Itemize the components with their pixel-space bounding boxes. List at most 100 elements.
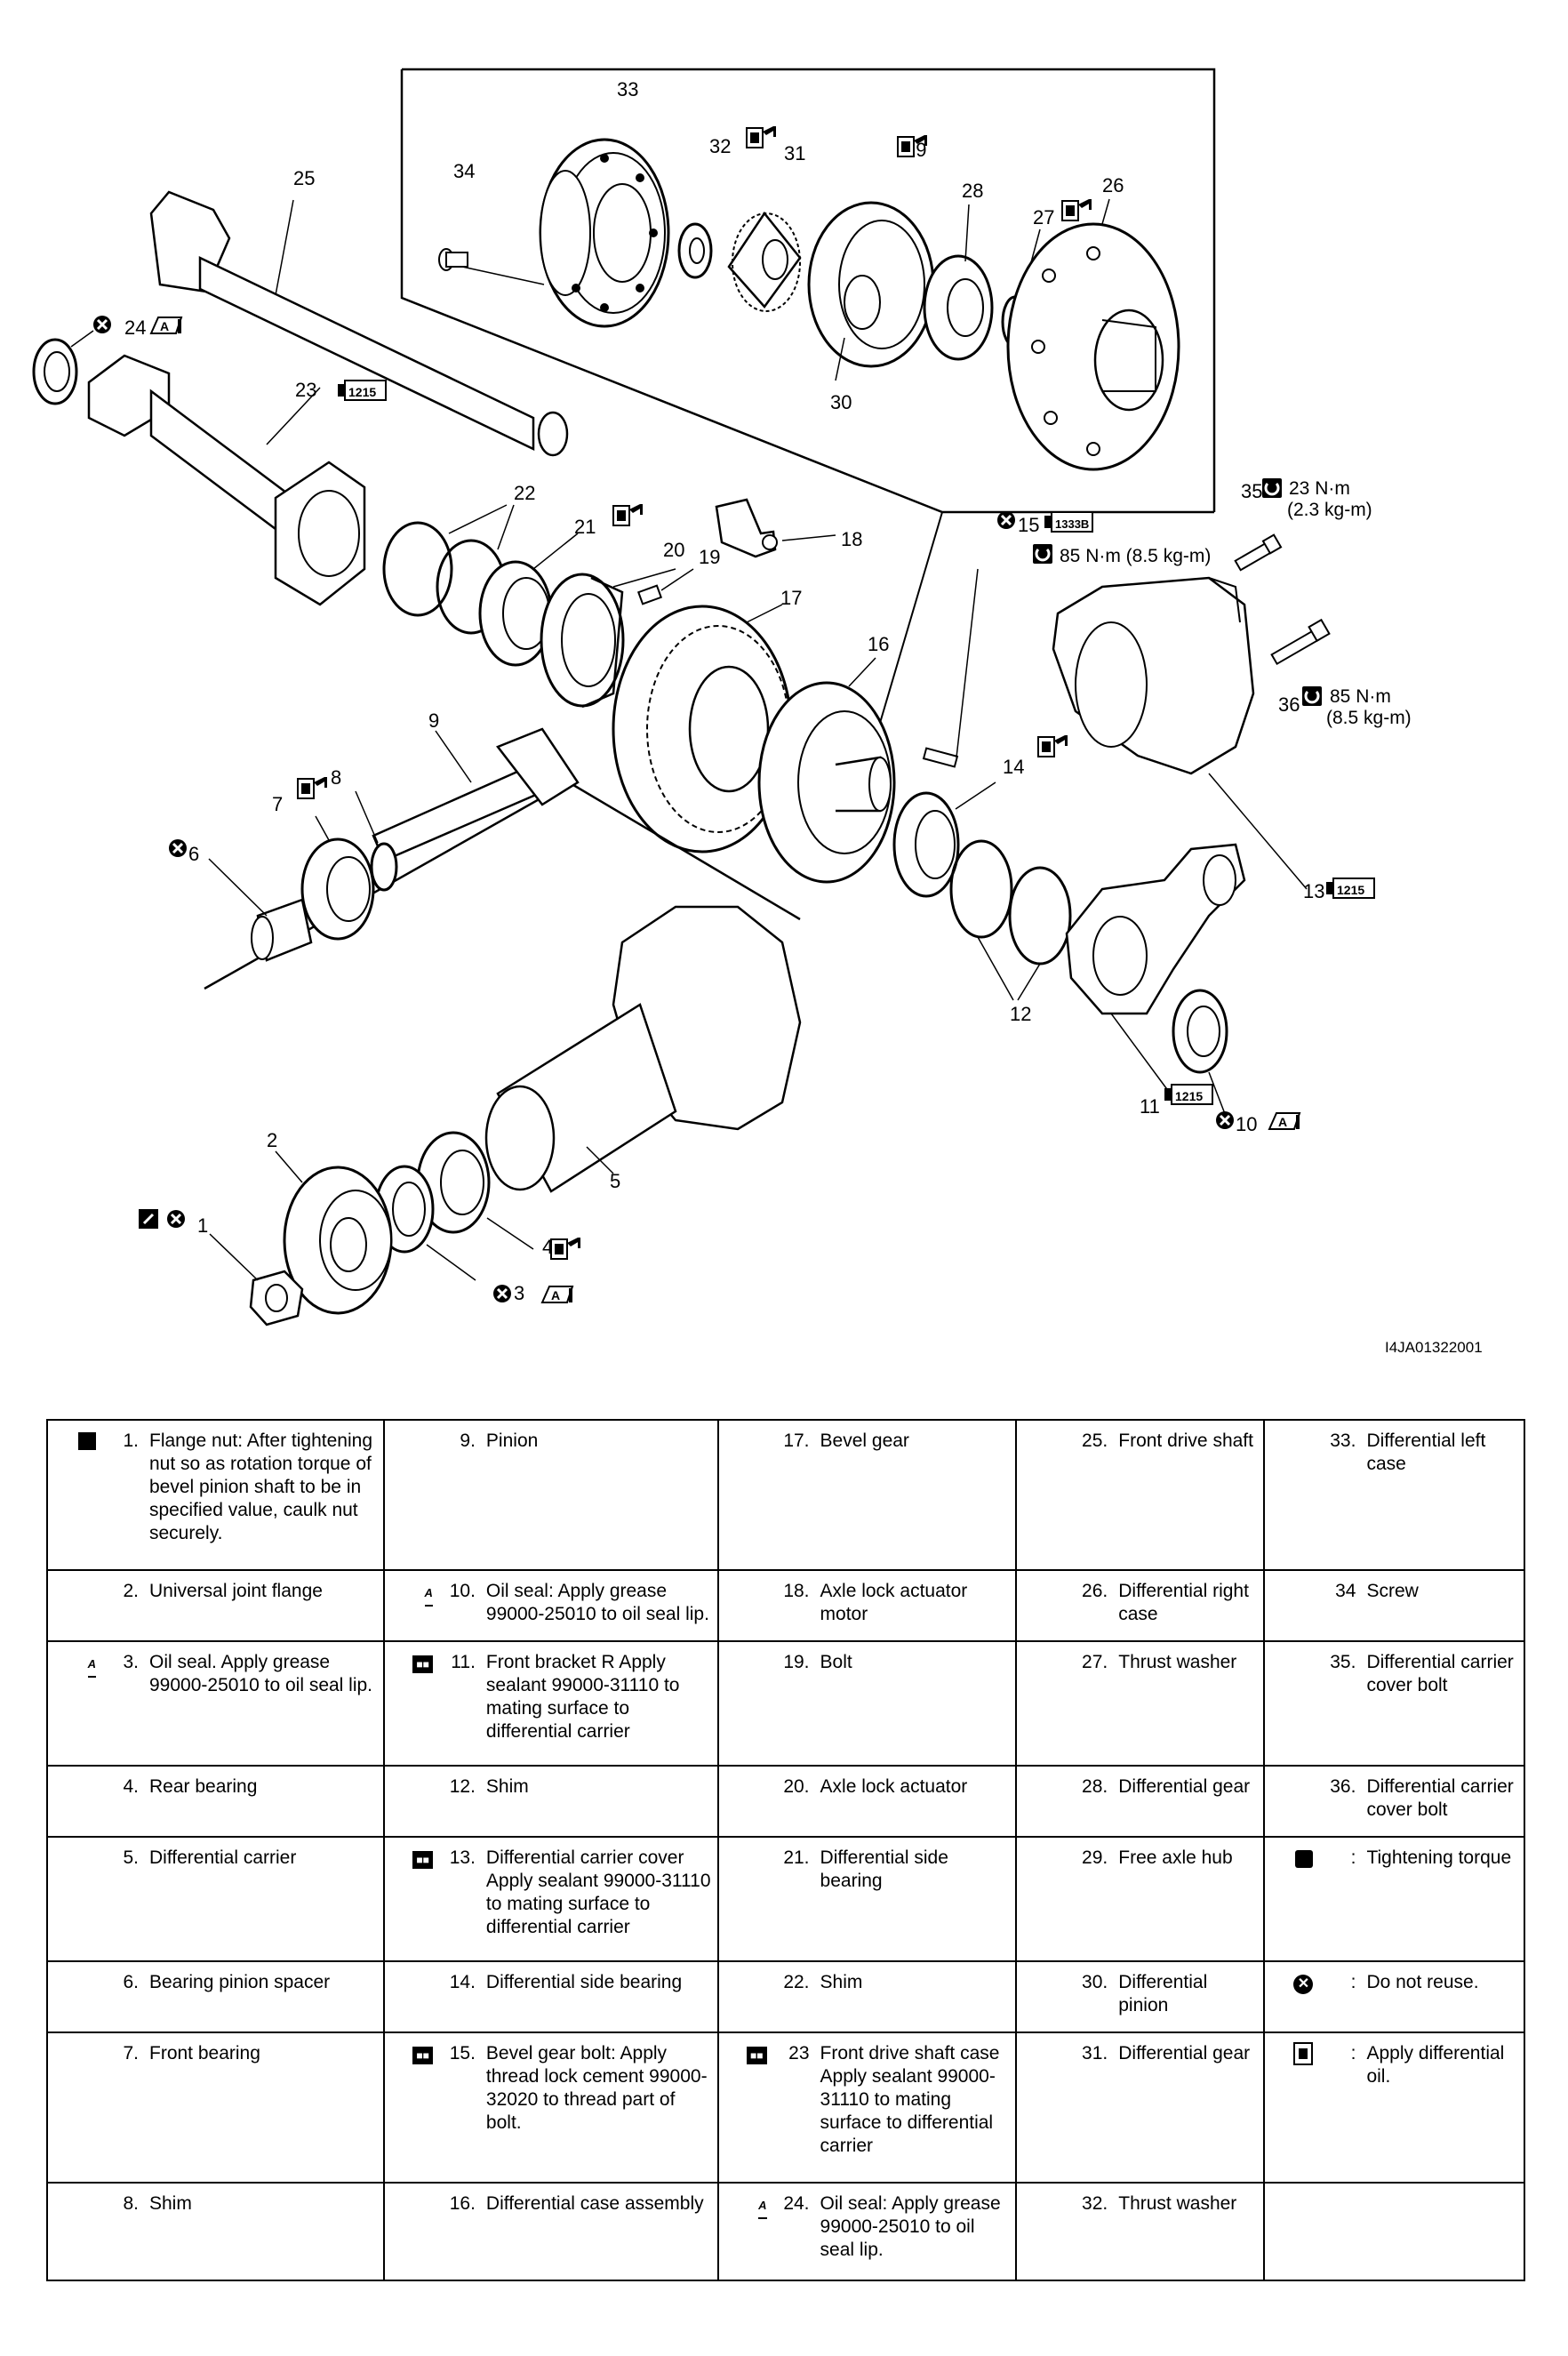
legend-cell: 8. Shim xyxy=(46,2182,385,2281)
legend-symbol xyxy=(724,1651,771,1674)
legend-symbol: A xyxy=(53,1651,100,1697)
legend-symbol xyxy=(390,2192,436,2216)
differential-side-bearing-21 xyxy=(478,533,579,667)
legend-text: Tightening torque xyxy=(1366,1847,1512,1869)
legend-cell: 25.Front drive shaft xyxy=(1015,1418,1266,1572)
legend-text: Screw xyxy=(1366,1581,1419,1602)
part-label-27: 27 xyxy=(1033,206,1054,228)
legend-text: Rear bearing xyxy=(149,1776,258,1797)
legend-symbol xyxy=(724,1847,771,1893)
legend-text: Shim xyxy=(485,1776,529,1797)
legend-cell: 14.Differential side bearing xyxy=(382,1959,719,2033)
differential-left-case xyxy=(539,138,670,328)
thread-lock-icon: ■■ xyxy=(412,2046,433,2064)
differential-carrier-cover xyxy=(1052,576,1308,890)
grease-icon: A xyxy=(424,1582,433,1607)
legend-number: : xyxy=(1350,1971,1356,1992)
legend-symbol xyxy=(53,1430,100,1545)
differential-carrier xyxy=(484,905,802,1193)
legend-number: 8. xyxy=(123,2193,139,2215)
legend-text: Bevel gear xyxy=(820,1430,909,1451)
legend-text: Differential right case xyxy=(1118,1581,1249,1625)
legend-number: 11. xyxy=(451,1652,476,1673)
bevel-gear xyxy=(612,604,793,853)
legend-number: 36. xyxy=(1330,1776,1356,1797)
legend-text: Front drive shaft case Apply sealant 990… xyxy=(820,2042,1000,2156)
part-label-25: 25 xyxy=(293,167,315,189)
legend-cell: 34 Screw xyxy=(1263,1569,1525,1643)
legend-text: Shim xyxy=(149,2193,192,2215)
legend-cell xyxy=(1263,2182,1525,2281)
legend-number: 17. xyxy=(783,1430,810,1451)
legend-number: 19. xyxy=(783,1652,810,1673)
part-label-10: 10 xyxy=(1236,1113,1257,1135)
legend-number: 14. xyxy=(449,1971,476,1992)
legend-text: Oil seal: Apply grease 99000-25010 to oi… xyxy=(485,1581,709,1625)
front-bearing xyxy=(300,815,375,941)
part-label-8: 8 xyxy=(331,766,341,789)
legend-symbol xyxy=(1022,1651,1068,1674)
legend-text: Differential pinion xyxy=(1118,1971,1208,2015)
legend-number: 35. xyxy=(1330,1652,1356,1673)
legend-symbol xyxy=(390,1775,436,1799)
legend-cell: 28.Differential gear xyxy=(1015,1764,1266,1839)
universal-joint-flange xyxy=(275,1150,393,1315)
legend-number: 29. xyxy=(1082,1847,1108,1869)
part-label-1: 1 xyxy=(197,1214,208,1237)
legend-number: 34 xyxy=(1335,1581,1356,1602)
legend-cell: 20.Axle lock actuator xyxy=(716,1764,1018,1839)
legend-symbol xyxy=(1270,2042,1316,2088)
legend-number: 30. xyxy=(1082,1971,1108,1992)
legend-symbol xyxy=(53,1775,100,1799)
part-label-32: 32 xyxy=(709,135,731,157)
front-bracket-r xyxy=(1065,843,1246,1093)
legend-text: Differential carrier cover Apply sealant… xyxy=(485,1847,711,1938)
legend-text: Differential side bearing xyxy=(820,1847,948,1892)
thrust-washer-32 xyxy=(677,222,713,279)
sealant-icon: ■■ xyxy=(412,1655,433,1674)
legend-number: 15. xyxy=(449,2042,476,2064)
torque-35-nm: 23 N·m xyxy=(1289,478,1350,499)
part-label-12: 12 xyxy=(1010,1003,1031,1025)
legend-cell: 5.Differential carrier xyxy=(46,1836,385,1962)
bearing-pinion-spacer xyxy=(208,858,313,962)
legend-text: Front bearing xyxy=(149,2042,260,2064)
legend-text: Shim xyxy=(820,1971,863,1992)
legend-text: Universal joint flange xyxy=(149,1581,323,1602)
legend-cell: 22. Shim xyxy=(716,1959,1018,2033)
legend-number: 7. xyxy=(123,2042,139,2064)
part-label-3: 3 xyxy=(514,1282,524,1304)
differential-gear-28 xyxy=(923,204,994,361)
part-label-33: 33 xyxy=(617,78,638,100)
oil-can-icon xyxy=(1293,2042,1314,2066)
part-label-11: 11 xyxy=(1140,1095,1160,1118)
legend-cell: :Apply differential oil. xyxy=(1263,2031,1525,2184)
legend-symbol xyxy=(1270,1847,1316,1870)
legend-number: 32. xyxy=(1082,2193,1108,2215)
part-label-19: 19 xyxy=(699,546,720,568)
legend-symbol xyxy=(390,1430,436,1453)
legend-symbol xyxy=(1022,1971,1068,2017)
legend-text: Axle lock actuator xyxy=(820,1776,968,1797)
annotation-symbols xyxy=(92,125,1375,1304)
legend-text: Bolt xyxy=(820,1652,852,1673)
legend-symbol xyxy=(1022,1430,1068,1453)
part-label-35: 35 xyxy=(1241,480,1262,502)
legend-cell: 32.Thrust washer xyxy=(1015,2182,1266,2281)
legend-text: Differential case assembly xyxy=(485,2193,704,2215)
legend-cell: ■■ 15. Bevel gear bolt: Apply thread lock … xyxy=(382,2031,719,2184)
legend-symbol xyxy=(1270,1430,1316,1476)
legend-symbol: A xyxy=(724,2192,771,2262)
legend-number: 22. xyxy=(783,1971,810,1992)
legend-text: Bevel gear bolt: Apply thread lock cemen… xyxy=(485,2042,708,2133)
legend-text: Apply differential oil. xyxy=(1366,2042,1505,2087)
part-label-20: 20 xyxy=(663,539,684,561)
caulk-icon xyxy=(78,1432,96,1451)
legend-text: Differential carrier cover bolt xyxy=(1366,1652,1514,1696)
legend-text: Axle lock actuator motor xyxy=(820,1581,968,1625)
legend-symbol: ■■ xyxy=(724,2042,771,2158)
legend-symbol: A xyxy=(390,1580,436,1626)
differential-gear-31 xyxy=(727,211,802,312)
part-label-14: 14 xyxy=(1003,756,1024,778)
legend-cell: 12.Shim xyxy=(382,1764,719,1839)
